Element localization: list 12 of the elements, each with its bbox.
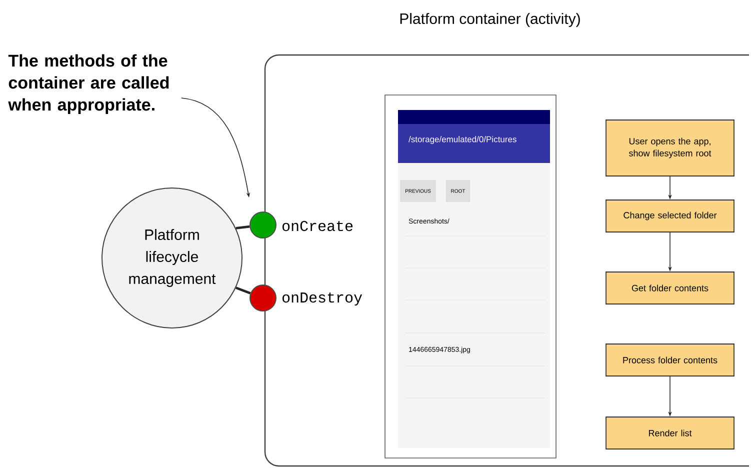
process-box: Process folder contents xyxy=(606,344,734,376)
method-name: onCreate xyxy=(282,220,353,232)
connector-line xyxy=(236,225,250,230)
container-title: Platform container (activity) xyxy=(400,13,580,27)
method-name: onDestroy xyxy=(282,292,362,306)
process-box: Render list xyxy=(606,416,734,450)
process-box: Get folder contents xyxy=(606,272,734,304)
process-box: User opens the app, show filesystem root xyxy=(606,120,734,176)
connector-line xyxy=(235,286,251,294)
path-title: /storage/emulated/0/Pictures xyxy=(408,136,516,144)
process-box: Change selected folder xyxy=(606,200,734,232)
note-text: The methods of the container are called when appropriate. xyxy=(8,54,169,114)
